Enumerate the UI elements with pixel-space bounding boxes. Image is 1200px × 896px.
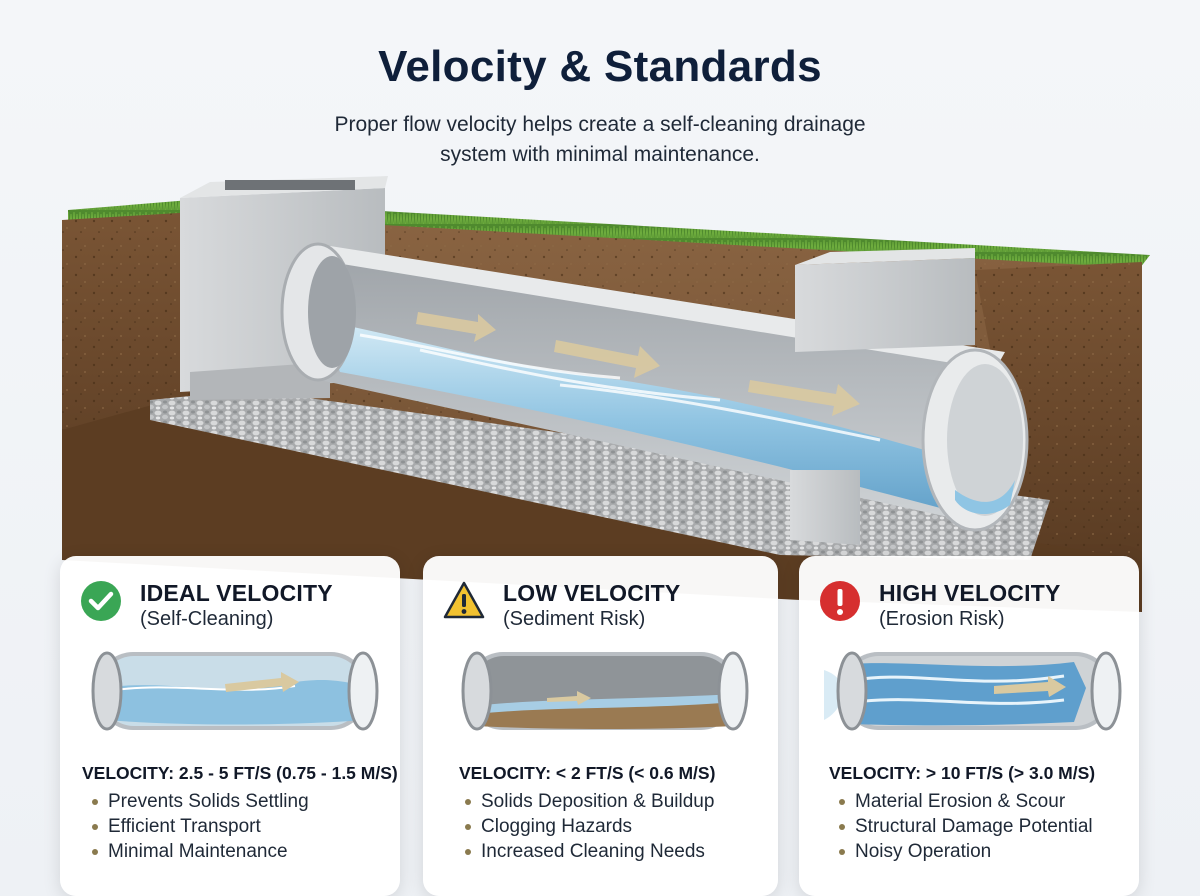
list-item: Efficient Transport xyxy=(92,814,309,839)
ideal-flow-pipe-illustration xyxy=(91,651,379,731)
list-item: Prevents Solids Settling xyxy=(92,789,309,814)
velocity-range: VELOCITY: > 10 FT/S (> 3.0 M/S) xyxy=(829,763,1096,783)
warning-triangle-icon xyxy=(443,581,485,619)
list-item: Increased Cleaning Needs xyxy=(465,839,714,864)
card-title: LOW VELOCITY xyxy=(503,580,681,606)
high-velocity-card: HIGH VELOCITY (Erosion Risk) VELOCITY: >… xyxy=(799,556,1139,896)
benefits-list: Prevents Solids Settling Efficient Trans… xyxy=(92,789,309,864)
card-subtitle: (Self-Cleaning) xyxy=(140,608,274,630)
ideal-velocity-card: IDEAL VELOCITY (Self-Cleaning) VELOCITY:… xyxy=(60,556,400,896)
list-item: Clogging Hazards xyxy=(465,814,714,839)
velocity-range: VELOCITY: < 2 FT/S (< 0.6 M/S) xyxy=(459,763,716,783)
page-title: Velocity & Standards xyxy=(378,42,822,91)
card-title: HIGH VELOCITY xyxy=(879,580,1061,606)
card-subtitle: (Sediment Risk) xyxy=(503,608,646,630)
list-item: Structural Damage Potential xyxy=(839,814,1093,839)
high-flow-pipe-illustration xyxy=(824,651,1122,731)
list-item: Noisy Operation xyxy=(839,839,1093,864)
list-item: Solids Deposition & Buildup xyxy=(465,789,714,814)
check-circle-icon xyxy=(81,581,121,621)
card-title: IDEAL VELOCITY xyxy=(140,580,333,606)
exclamation-circle-icon xyxy=(820,581,860,621)
card-subtitle: (Erosion Risk) xyxy=(879,608,1005,630)
risks-list: Material Erosion & Scour Structural Dama… xyxy=(839,789,1093,864)
low-flow-pipe-illustration xyxy=(461,651,749,731)
velocity-range: VELOCITY: 2.5 - 5 FT/S (0.75 - 1.5 M/S) xyxy=(82,763,398,783)
page-subtitle: Proper flow velocity helps create a self… xyxy=(334,113,866,166)
low-velocity-card: LOW VELOCITY (Sediment Risk) VELOCITY: <… xyxy=(423,556,778,896)
list-item: Minimal Maintenance xyxy=(92,839,309,864)
risks-list: Solids Deposition & Buildup Clogging Haz… xyxy=(465,789,714,864)
list-item: Material Erosion & Scour xyxy=(839,789,1093,814)
